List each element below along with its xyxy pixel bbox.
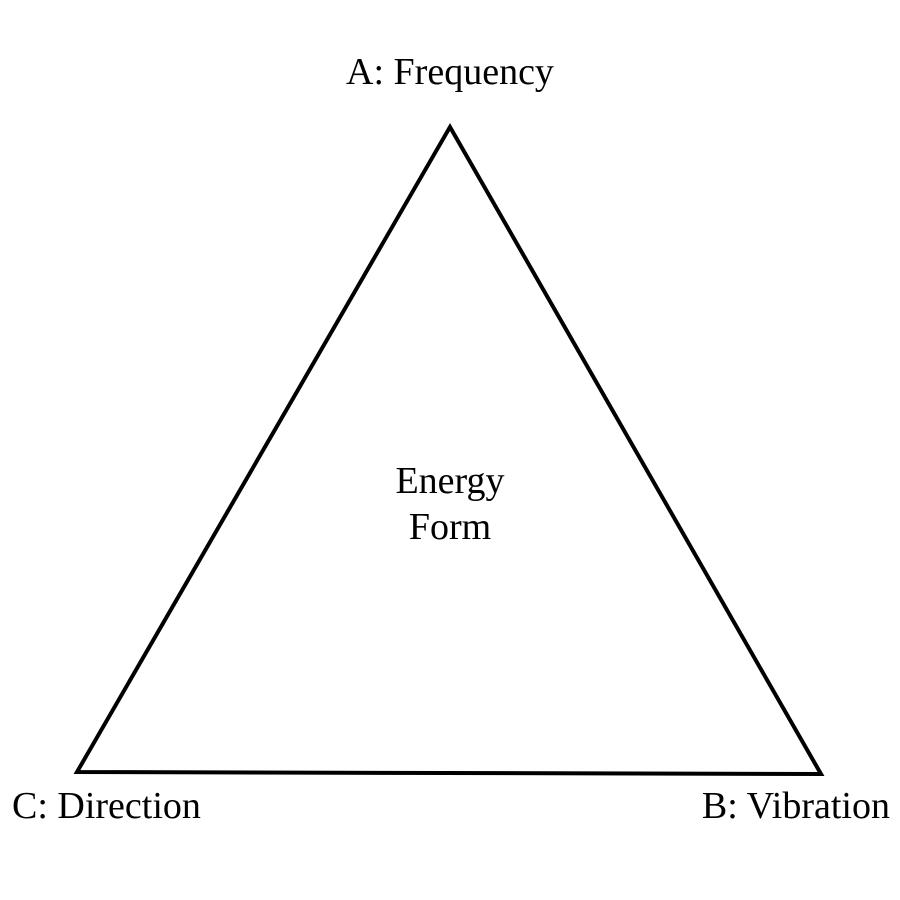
triangle-outline	[73, 122, 825, 777]
vertex-label-a: A: Frequency	[346, 51, 554, 93]
vertex-label-b: B: Vibration	[702, 785, 890, 827]
center-label-line2: Form	[409, 506, 491, 548]
center-label-line1: Energy	[395, 460, 504, 502]
vertex-label-c: C: Direction	[12, 785, 201, 827]
